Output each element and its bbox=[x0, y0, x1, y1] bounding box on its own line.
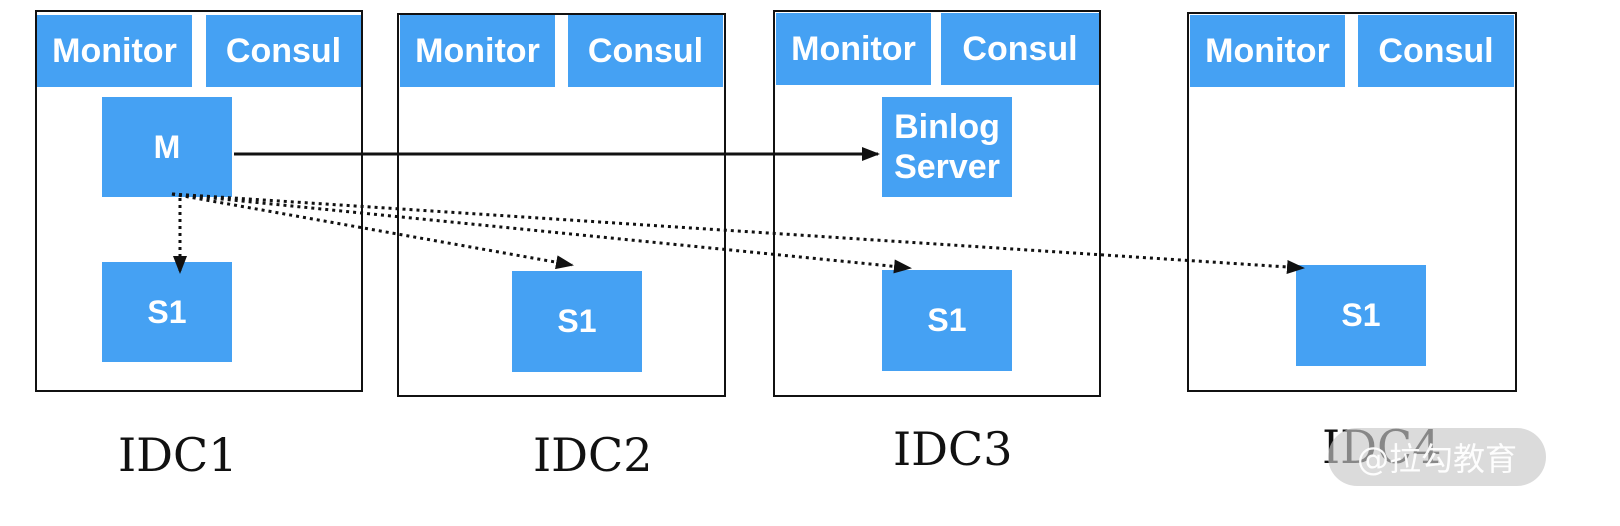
idc1-master-node: M bbox=[102, 97, 232, 197]
idc3-monitor: Monitor bbox=[776, 13, 931, 85]
idc2-slave-node: S1 bbox=[512, 271, 642, 372]
idc4-monitor: Monitor bbox=[1190, 15, 1345, 87]
idc1-consul: Consul bbox=[206, 15, 361, 87]
idc2-monitor: Monitor bbox=[400, 15, 555, 87]
idc3-consul: Consul bbox=[941, 13, 1099, 85]
idc3-slave-node: S1 bbox=[882, 270, 1012, 371]
idc2-consul: Consul bbox=[568, 15, 723, 87]
idc3-binlog-server: Binlog Server bbox=[882, 97, 1012, 197]
idc4-slave-node: S1 bbox=[1296, 265, 1426, 366]
idc1-label: IDC1 bbox=[118, 428, 238, 482]
idc3-label: IDC3 bbox=[893, 422, 1013, 476]
idc2-label: IDC2 bbox=[533, 428, 653, 482]
idc4-consul: Consul bbox=[1358, 15, 1514, 87]
watermark-badge: @拉勾教育 bbox=[1328, 428, 1546, 486]
idc1-slave-node: S1 bbox=[102, 262, 232, 362]
binlog-server-line1: Binlog bbox=[894, 108, 1000, 146]
binlog-server-line2: Server bbox=[894, 148, 1000, 186]
idc1-monitor: Monitor bbox=[37, 15, 192, 87]
